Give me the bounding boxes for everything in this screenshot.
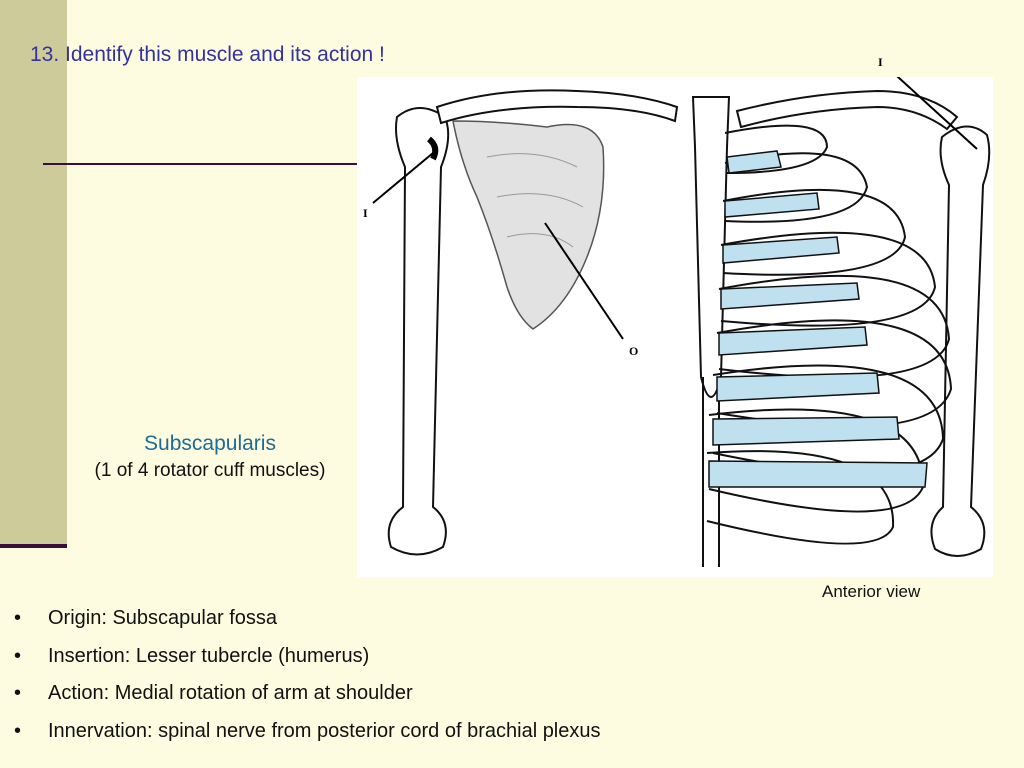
list-item: • Origin: Subscapular fossa bbox=[14, 604, 601, 642]
side-accent-underline bbox=[0, 544, 67, 548]
rib bbox=[722, 188, 907, 276]
rib bbox=[724, 124, 829, 174]
muscle-note: (1 of 4 rotator cuff muscles) bbox=[94, 460, 326, 481]
label-insertion-left: I bbox=[363, 206, 368, 220]
right-clavicle bbox=[735, 89, 959, 131]
rib bbox=[706, 450, 895, 545]
costal-cartilage bbox=[724, 192, 820, 218]
insertion-mark bbox=[426, 136, 439, 161]
scapula-subscapularis bbox=[452, 120, 605, 330]
left-clavicle bbox=[435, 89, 679, 125]
muscle-name: Subscapularis bbox=[144, 432, 276, 455]
skeleton-drawing: I O bbox=[363, 77, 991, 567]
label-insertion-right: I bbox=[878, 55, 883, 69]
anatomy-illustration: I O bbox=[357, 77, 993, 577]
bullet-text: Action: Medial rotation of arm at should… bbox=[48, 682, 413, 704]
costal-cartilage bbox=[718, 326, 868, 356]
costal-cartilage bbox=[712, 416, 900, 446]
side-accent-bar bbox=[0, 0, 67, 545]
bullet-text: Innervation: spinal nerve from posterior… bbox=[48, 719, 601, 742]
bullet-dot: • bbox=[14, 644, 22, 667]
rib bbox=[724, 152, 869, 223]
rib bbox=[720, 231, 937, 327]
figure-caption: Anterior view bbox=[822, 582, 921, 601]
label-insertion-right-layer: I bbox=[878, 55, 883, 69]
bullet-text: Origin: Subscapular fossa bbox=[48, 607, 278, 629]
list-item: • Action: Medial rotation of arm at shou… bbox=[14, 679, 601, 717]
costal-cartilage bbox=[716, 372, 880, 402]
leader-line-origin bbox=[544, 222, 624, 340]
bullet-dot: • bbox=[14, 682, 22, 704]
list-item: • Insertion: Lesser tubercle (humerus) bbox=[14, 642, 601, 680]
costal-cartilage bbox=[726, 150, 782, 174]
bullet-dot: • bbox=[14, 719, 22, 742]
label-origin: O bbox=[629, 344, 638, 358]
list-item: • Innervation: spinal nerve from posteri… bbox=[14, 717, 601, 755]
leader-line-insertion-left bbox=[372, 152, 434, 204]
left-humerus bbox=[387, 107, 450, 556]
costal-cartilage bbox=[708, 460, 928, 488]
slide-title: 13. Identify this muscle and its action … bbox=[30, 43, 385, 66]
right-humerus bbox=[930, 125, 991, 557]
answer-block: Subscapularis (1 of 4 rotator cuff muscl… bbox=[40, 430, 380, 484]
title-divider bbox=[43, 163, 359, 165]
bullet-dot: • bbox=[14, 607, 22, 629]
leader-line-insertion-right bbox=[896, 77, 978, 150]
costal-cartilage bbox=[722, 236, 840, 264]
bullet-text: Insertion: Lesser tubercle (humerus) bbox=[48, 644, 370, 667]
costal-cartilage bbox=[720, 282, 860, 310]
fact-list: • Origin: Subscapular fossa • Insertion:… bbox=[14, 604, 601, 754]
